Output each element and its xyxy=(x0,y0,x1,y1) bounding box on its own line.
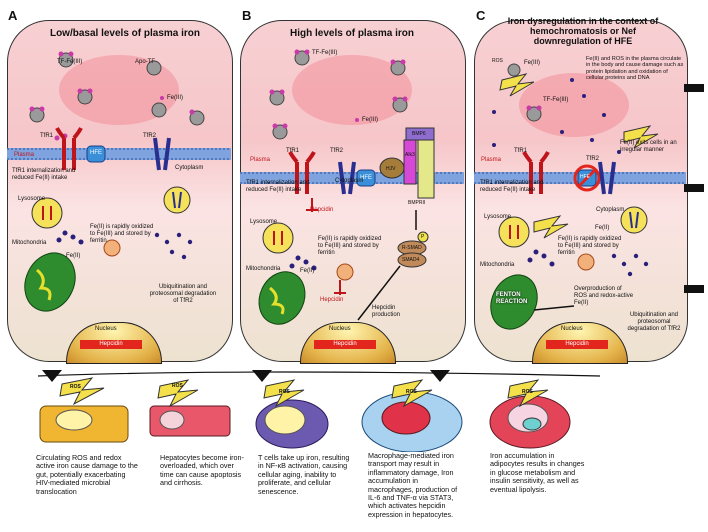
label-fe2: Fe(II) xyxy=(300,268,315,274)
label-hfe: HFE xyxy=(580,174,590,180)
caption-adipocyte: Iron accumulation in adipocytes results … xyxy=(490,451,585,494)
label-fe3: Fe(III) xyxy=(524,60,540,66)
label-cytoplasm: Cytoplasm xyxy=(596,207,625,213)
label-nucleus: Nucleus xyxy=(329,326,351,332)
caption-gut: Circulating ROS and redox active iron ca… xyxy=(36,453,138,496)
label-mitochondria: Mitochondria xyxy=(12,240,47,246)
label-ubiquitination: Ubiquitination and proteosomal degradati… xyxy=(149,284,217,304)
label-tf-fe: TF-Fe(III) xyxy=(543,97,569,103)
label-nucleus: Nucleus xyxy=(561,326,583,332)
label-lysosome: Lysosome xyxy=(484,214,512,220)
panel-c-drawing xyxy=(474,63,686,330)
label-rsmad: R-SMAD xyxy=(402,245,422,251)
label-tf-fe: TF-Fe(III) xyxy=(57,59,83,65)
panel-a-drawing xyxy=(7,51,231,312)
label-fe3: Fe(III) xyxy=(362,117,378,123)
label-tf-fe: TF-Fe(III) xyxy=(312,50,338,56)
label-exits: Fe(II) exits cells in an irregular manne… xyxy=(620,140,677,153)
label-tfr2: TfR2 xyxy=(586,156,600,162)
tf-fe-sphere xyxy=(29,51,205,141)
label-cytoplasm: Cytoplasm xyxy=(335,178,364,184)
label-internalization: TfR1 internalization and reduced Fe(II) … xyxy=(246,180,310,193)
label-p: P xyxy=(421,234,425,240)
label-fe2: Fe(II) xyxy=(595,225,610,231)
ros-label: ROS xyxy=(172,383,183,389)
label-cytoplasm: Cytoplasm xyxy=(175,165,204,171)
label-tfr1: TfR1 xyxy=(514,148,528,154)
panel-b-drawing xyxy=(240,49,464,325)
ros-label: ROS xyxy=(70,384,81,390)
t-cell xyxy=(255,379,329,449)
label-tfr2: TfR2 xyxy=(330,148,344,154)
panel-title-b: High levels of plasma iron xyxy=(290,28,414,39)
panel-title-c: Iron dysregulation in the context of hem… xyxy=(507,16,659,46)
label-oxidized: Fe(II) is rapidly oxidized to Fe(III) an… xyxy=(90,224,154,244)
label-tfr1: TfR1 xyxy=(286,148,300,154)
ros-burst xyxy=(499,73,659,239)
label-hepcidin-production: Hepcidin production xyxy=(372,305,401,318)
caption-macrophage: Macrophage-mediated iron transport may r… xyxy=(368,451,458,519)
label-internalization: TfR1 internalization and reduced Fe(II) … xyxy=(480,180,544,193)
label-oxidized: Fe(II) is rapidly oxidized to Fe(III) an… xyxy=(318,236,382,256)
caption-t-cell: T cells take up iron, resulting in NF-κB… xyxy=(258,453,350,496)
caption-hepatocyte: Hepatocytes become iron-overloaded, whic… xyxy=(160,453,244,488)
label-lysosome: Lysosome xyxy=(18,196,46,202)
label-fe3: Fe(III) xyxy=(167,95,183,101)
edge-tab xyxy=(684,84,704,92)
panel-title-a: Low/basal levels of plasma iron xyxy=(49,28,201,39)
tf-fe-sphere xyxy=(269,49,408,140)
label-fenton: FENTON REACTION xyxy=(496,292,528,305)
hepcidin-gene: Hepcidin xyxy=(314,340,376,349)
bottom-drawings xyxy=(37,370,601,452)
edge-tab xyxy=(684,184,704,192)
gut-cell xyxy=(39,377,129,443)
panel-letter-a: A xyxy=(8,8,18,23)
ros-label: ROS xyxy=(522,389,533,395)
label-bmp6: BMP6 xyxy=(412,131,426,137)
label-apo-tf: Apo-TF xyxy=(135,59,156,65)
label-overproduction: Overproduction of ROS and redox-active F… xyxy=(574,286,634,306)
label-hepcidin-inhibit: Hepcidin xyxy=(310,207,334,213)
hepcidin-gene: Hepcidin xyxy=(546,340,608,349)
label-hepcidin-inhibit-2: Hepcidin xyxy=(320,297,344,303)
label-mitochondria: Mitochondria xyxy=(246,266,281,272)
label-hjv: HJV xyxy=(386,166,396,172)
label-alk3: Alk3 xyxy=(405,152,415,158)
ros-label: ROS xyxy=(406,389,417,395)
label-hfe: HFE xyxy=(360,175,372,181)
macrophage xyxy=(361,379,463,452)
label-smad4: SMAD4 xyxy=(402,257,420,263)
hepcidin-gene: Hepcidin xyxy=(80,340,142,349)
label-fe2: Fe(II) xyxy=(66,253,81,259)
panel-letter-c: C xyxy=(476,8,486,23)
label-plasma: Plasma xyxy=(14,152,35,158)
label-ubiquitination: Ubiquitination and proteosomal degradati… xyxy=(627,312,681,332)
label-hfe: HFE xyxy=(90,150,102,156)
edge-tab xyxy=(684,285,704,293)
label-mitochondria: Mitochondria xyxy=(480,262,515,268)
label-lysosome: Lysosome xyxy=(250,219,278,225)
label-ros: ROS xyxy=(492,58,503,64)
label-internalization: TfR1 internalization and reduced Fe(II) … xyxy=(12,168,76,181)
label-nucleus: Nucleus xyxy=(95,326,117,332)
ros-label: ROS xyxy=(279,389,290,395)
label-tfr1: TfR1 xyxy=(40,133,54,139)
adipocyte xyxy=(489,379,571,449)
label-oxidized: Fe(II) is rapidly oxidized to Fe(III) an… xyxy=(558,236,622,256)
label-tfr2: TfR2 xyxy=(143,133,157,139)
panel-letter-b: B xyxy=(242,8,252,23)
label-plasma: Plasma xyxy=(250,157,271,163)
label-circulate: Fe(II) and ROS in the plasma circulate i… xyxy=(586,56,684,82)
label-bmpr: BMPRII xyxy=(408,200,426,206)
label-plasma: Plasma xyxy=(481,157,502,163)
hepatocyte xyxy=(149,379,231,437)
